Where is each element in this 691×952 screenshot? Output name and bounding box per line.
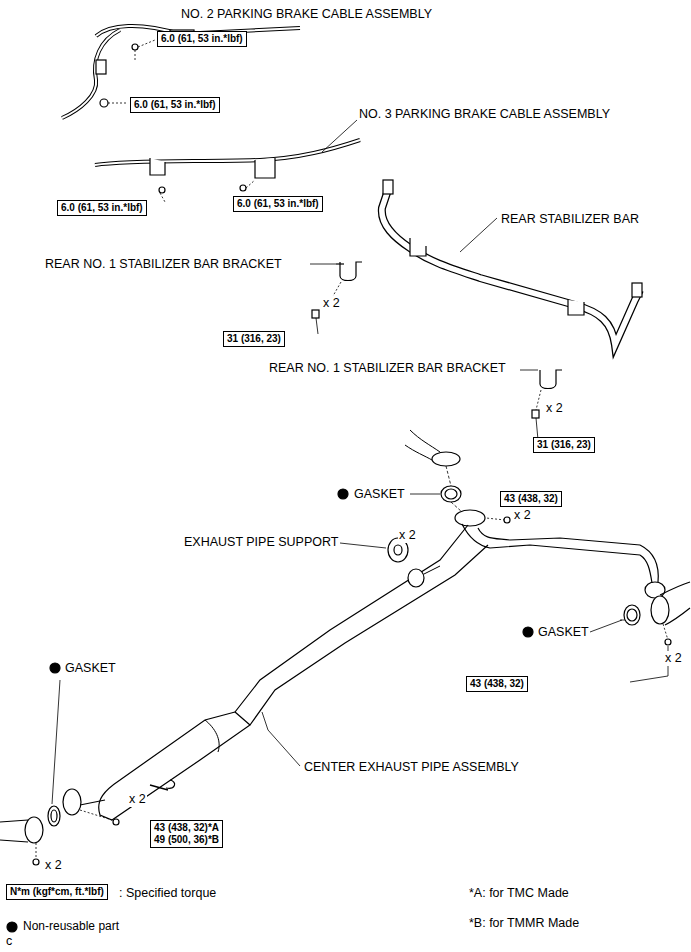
part-label: : Specified torque bbox=[118, 886, 217, 901]
legend-text: Non-reusable part bbox=[22, 919, 120, 934]
torque-box: 6.0 (61, 53 in.*lbf) bbox=[130, 97, 220, 113]
part-label: EXHAUST PIPE SUPPORT bbox=[183, 535, 339, 550]
non-reusable-mark bbox=[50, 663, 60, 673]
part-label: NO. 3 PARKING BRAKE CABLE ASSEMBLY bbox=[358, 107, 611, 122]
torque-box: N*m (kgf*cm, ft.*lbf) bbox=[6, 884, 108, 900]
part-label: NO. 2 PARKING BRAKE CABLE ASSEMBLY bbox=[180, 7, 433, 22]
part-label: x 2 bbox=[128, 792, 147, 807]
part-label: GASKET bbox=[64, 661, 117, 676]
torque-box: 6.0 (61, 53 in.*lbf) bbox=[157, 31, 247, 47]
part-label: GASKET bbox=[353, 487, 406, 502]
torque-box: 31 (316, 23) bbox=[223, 331, 285, 347]
torque-box: 6.0 (61, 53 in.*lbf) bbox=[57, 200, 147, 216]
part-label: x 2 bbox=[398, 528, 417, 543]
torque-value: 6.0 (61, 53 in.*lbf) bbox=[237, 198, 319, 210]
torque-value: N*m (kgf*cm, ft.*lbf) bbox=[10, 886, 104, 898]
torque-value: 49 (500, 36)*B bbox=[154, 834, 219, 846]
torque-box: 43 (438, 32) bbox=[466, 676, 528, 692]
non-reusable-mark bbox=[523, 627, 533, 637]
part-label: x 2 bbox=[322, 296, 341, 311]
torque-box: 6.0 (61, 53 in.*lbf) bbox=[233, 196, 323, 212]
part-label: REAR STABILIZER BAR bbox=[500, 212, 640, 227]
part-label: CENTER EXHAUST PIPE ASSEMBLY bbox=[303, 760, 520, 775]
torque-box: 31 (316, 23) bbox=[533, 437, 595, 453]
part-label: x 2 bbox=[664, 651, 683, 666]
part-label: x 2 bbox=[545, 401, 564, 416]
legend-dot bbox=[7, 922, 17, 932]
torque-value: 31 (316, 23) bbox=[537, 439, 591, 451]
torque-box: 43 (438, 32) bbox=[500, 491, 562, 507]
torque-value: 6.0 (61, 53 in.*lbf) bbox=[161, 33, 243, 45]
non-reusable-mark bbox=[338, 489, 348, 499]
torque-value: 6.0 (61, 53 in.*lbf) bbox=[61, 202, 143, 214]
torque-value: 31 (316, 23) bbox=[227, 333, 281, 345]
torque-box: 43 (438, 32)*A49 (500, 36)*B bbox=[150, 820, 223, 848]
torque-value: 43 (438, 32) bbox=[504, 493, 558, 505]
part-label: x 2 bbox=[513, 508, 532, 523]
part-label: c bbox=[5, 934, 13, 949]
torque-value: 43 (438, 32)*A bbox=[154, 822, 219, 834]
part-label: REAR NO. 1 STABILIZER BAR BRACKET bbox=[44, 257, 283, 272]
part-label: x 2 bbox=[44, 858, 63, 873]
torque-value: 43 (438, 32) bbox=[470, 678, 524, 690]
part-label: *B: for TMMR Made bbox=[468, 916, 580, 931]
part-label: GASKET bbox=[537, 625, 590, 640]
torque-value: 6.0 (61, 53 in.*lbf) bbox=[134, 99, 216, 111]
part-label: *A: for TMC Made bbox=[468, 886, 570, 901]
part-label: REAR NO. 1 STABILIZER BAR BRACKET bbox=[268, 361, 507, 376]
